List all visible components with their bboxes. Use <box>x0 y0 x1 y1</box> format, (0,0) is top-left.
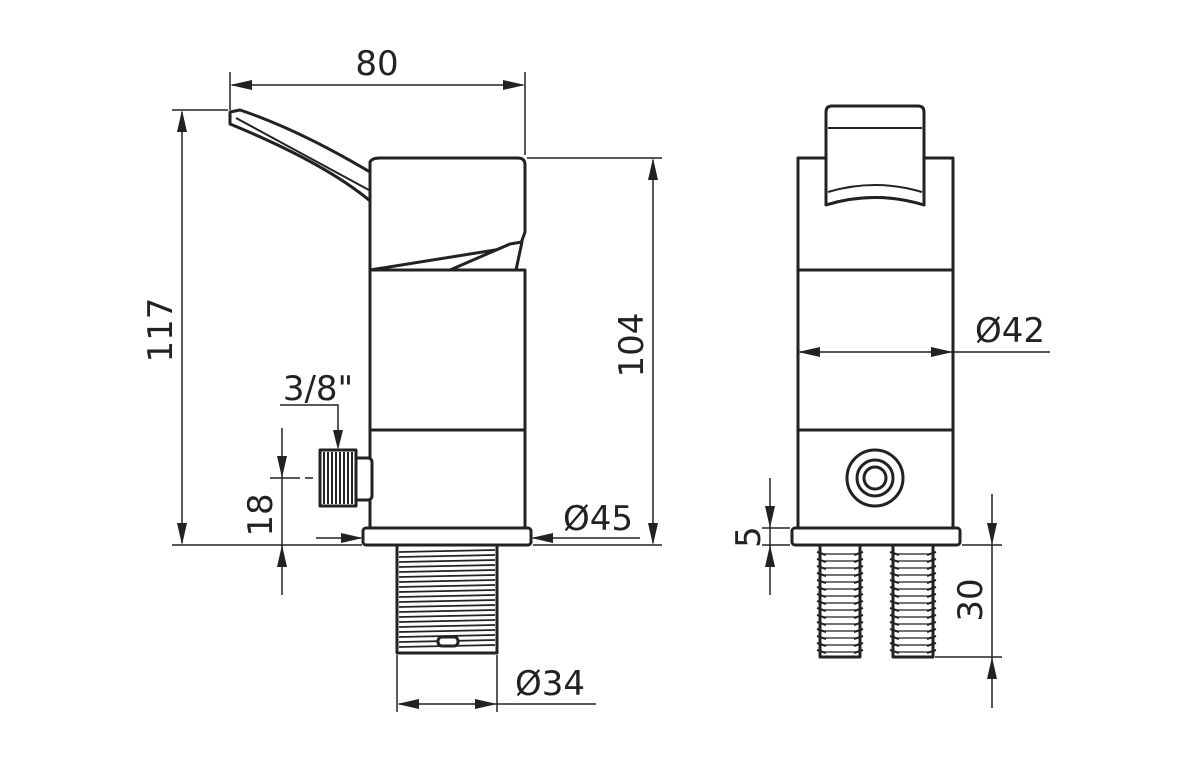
thread-line <box>398 569 496 573</box>
thread-line <box>398 574 496 578</box>
dim-inlet-offset-18: 18 <box>241 493 281 536</box>
dim-base-thickness-5: 5 <box>729 526 769 548</box>
body-cap <box>368 156 527 272</box>
thread-line <box>398 594 496 598</box>
dim-shank-diameter-34: Ø34 <box>515 664 585 704</box>
dim-width-80: 80 <box>355 44 398 84</box>
front-view <box>790 104 962 659</box>
thread-line <box>398 624 496 628</box>
thread-line <box>398 584 496 588</box>
tail-threads <box>816 551 937 654</box>
lever-edge <box>235 117 381 197</box>
thread-line <box>398 609 496 613</box>
dim-thread-3-8: 3/8" <box>283 369 353 409</box>
shank-slot <box>436 635 460 648</box>
side-view <box>228 108 533 655</box>
dim-base-diameter-45: Ø45 <box>563 499 633 539</box>
front-cap <box>796 156 955 272</box>
inlet-threads <box>323 452 353 504</box>
shank-threads <box>398 549 496 648</box>
dim-body-diameter-42: Ø42 <box>975 311 1045 351</box>
body-cylinder <box>368 268 527 432</box>
thread-line <box>398 579 496 583</box>
front-inlet-port-core <box>862 465 888 491</box>
thread-line <box>398 599 496 603</box>
thread-line <box>398 604 496 608</box>
body-lower <box>368 428 527 530</box>
front-handle-curve <box>827 184 923 193</box>
thread-line <box>398 619 496 623</box>
dim-body-height-104: 104 <box>612 313 652 378</box>
thread-line <box>398 559 496 563</box>
thread-line <box>398 589 496 593</box>
front-base-plate <box>790 526 962 547</box>
front-handle <box>824 104 926 207</box>
thread-line <box>398 554 496 558</box>
dim-tail-length-30: 30 <box>951 578 991 621</box>
dim-height-117: 117 <box>141 298 181 363</box>
inlet-thread <box>318 448 358 508</box>
base-plate <box>361 526 533 547</box>
dimension-lines: 80 117 104 3/8" 18 Ø45 <box>141 44 1050 712</box>
thread-line <box>398 549 496 553</box>
front-body <box>796 268 955 432</box>
thread-line <box>398 564 496 568</box>
thread-line <box>398 629 496 633</box>
thread-line <box>398 614 496 618</box>
